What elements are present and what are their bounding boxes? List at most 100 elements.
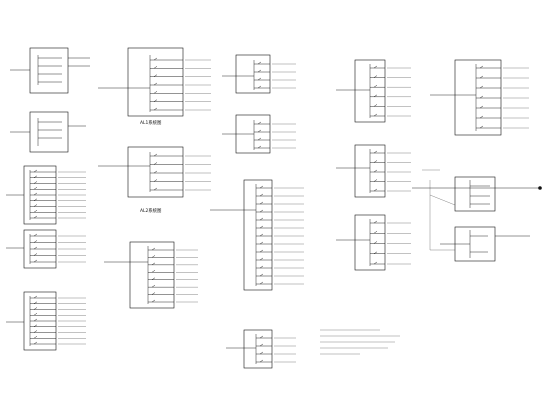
breaker-symbol: [259, 281, 264, 285]
breaker-symbol: [259, 193, 264, 197]
breaker-symbol: [373, 169, 378, 173]
panel-distribution-box-17: [412, 176, 542, 212]
breaker-symbol: [259, 343, 264, 347]
breaker-symbol: [153, 91, 158, 94]
breaker-symbol: [33, 253, 38, 256]
breaker-symbol: [33, 192, 38, 196]
breaker-symbol: [373, 75, 378, 78]
riser-connections: [422, 169, 456, 251]
breaker-symbol: [153, 170, 158, 174]
breaker-symbol: [151, 247, 156, 251]
panel-al2: AL2系统图: [98, 146, 211, 214]
breaker-symbol: [33, 259, 38, 263]
breaker-symbol: [153, 99, 158, 102]
panel-al1: AL1系统图: [98, 47, 211, 126]
panel-distribution-box-8: [104, 241, 198, 309]
breaker-symbol: [33, 246, 38, 250]
breaker-symbol: [33, 324, 38, 327]
breaker-symbol: [259, 217, 264, 221]
breaker-symbol: [257, 129, 262, 133]
breaker-symbol: [33, 210, 38, 213]
breaker-symbol: [373, 160, 378, 163]
breaker-symbol: [373, 113, 378, 117]
breaker-symbol: [259, 257, 264, 261]
breaker-symbol: [33, 341, 38, 345]
breaker-symbol: [259, 201, 264, 205]
panel-distribution-box-14: [336, 144, 411, 198]
breaker-symbol: [33, 233, 38, 237]
breaker-symbol: [257, 121, 262, 125]
breaker-symbol: [153, 82, 158, 86]
breaker-symbol: [257, 137, 262, 141]
breaker-symbol: [151, 262, 156, 266]
breaker-symbol: [259, 265, 264, 269]
breaker-symbol: [259, 241, 264, 245]
breaker-symbol: [259, 185, 264, 189]
breaker-symbol: [259, 359, 264, 363]
panel-title: AL2系统图: [140, 207, 162, 214]
panel-distribution-box-3: [6, 165, 86, 225]
breaker-symbol: [373, 220, 378, 224]
breaker-symbol: [153, 74, 158, 77]
breaker-symbol: [373, 251, 378, 254]
breaker-symbol: [151, 299, 156, 303]
breaker-symbol: [33, 318, 38, 322]
breaker-symbol: [479, 115, 484, 119]
breaker-symbol: [373, 231, 378, 234]
panel-distribution-box-10: [222, 114, 296, 154]
breaker-symbol: [373, 150, 378, 154]
breaker-symbol: [33, 175, 38, 178]
breaker-symbol: [259, 351, 264, 355]
breaker-symbol: [259, 225, 264, 229]
breaker-symbol: [257, 77, 262, 81]
breaker-symbol: [153, 187, 158, 191]
breaker-symbol: [33, 240, 38, 243]
panel-distribution-box-16: [430, 59, 529, 136]
breaker-symbol: [373, 261, 378, 265]
breaker-symbol: [257, 145, 262, 149]
breaker-symbol: [259, 209, 264, 213]
breaker-symbol: [373, 65, 378, 69]
breaker-symbol: [33, 295, 38, 299]
breaker-symbol: [153, 179, 158, 182]
breaker-symbol: [257, 69, 262, 73]
breaker-symbol: [259, 233, 264, 237]
breaker-symbol: [373, 188, 378, 192]
breaker-symbol: [33, 198, 38, 201]
breaker-symbol: [33, 336, 38, 339]
panel-title: AL1系统图: [140, 119, 162, 126]
panel-distribution-box-13: [336, 59, 411, 123]
breaker-symbol: [151, 270, 156, 273]
breaker-symbol: [373, 85, 378, 88]
panel-distribution-box-1: [10, 47, 90, 94]
breaker-symbol: [257, 85, 262, 89]
panel-distribution-box-5: [6, 291, 86, 351]
breaker-symbol: [33, 187, 38, 190]
breaker-symbol: [153, 57, 158, 61]
panel-distribution-box-18: [440, 226, 530, 262]
panel-distribution-box-11: [210, 179, 304, 291]
breaker-symbol: [151, 284, 156, 288]
panel-distribution-box-12: [226, 329, 296, 369]
breaker-symbol: [33, 215, 38, 219]
breaker-symbol: [373, 241, 378, 244]
breaker-symbol: [151, 277, 156, 280]
breaker-symbol: [373, 179, 378, 182]
breaker-symbol: [479, 125, 484, 129]
breaker-symbol: [479, 65, 484, 69]
breaker-symbol: [479, 105, 484, 109]
notes-block: [320, 329, 400, 355]
breaker-symbol: [33, 313, 38, 316]
breaker-symbol: [33, 330, 38, 333]
breaker-symbol: [259, 273, 264, 277]
breaker-symbol: [153, 153, 158, 157]
breaker-symbol: [33, 169, 38, 173]
breaker-symbol: [373, 94, 378, 97]
panel-distribution-box-15: [336, 214, 411, 271]
breaker-symbol: [373, 104, 378, 107]
breaker-symbol: [151, 255, 156, 258]
breaker-symbol: [33, 307, 38, 310]
breaker-symbol: [33, 181, 38, 184]
breaker-symbol: [259, 249, 264, 253]
breaker-symbol: [479, 85, 484, 89]
